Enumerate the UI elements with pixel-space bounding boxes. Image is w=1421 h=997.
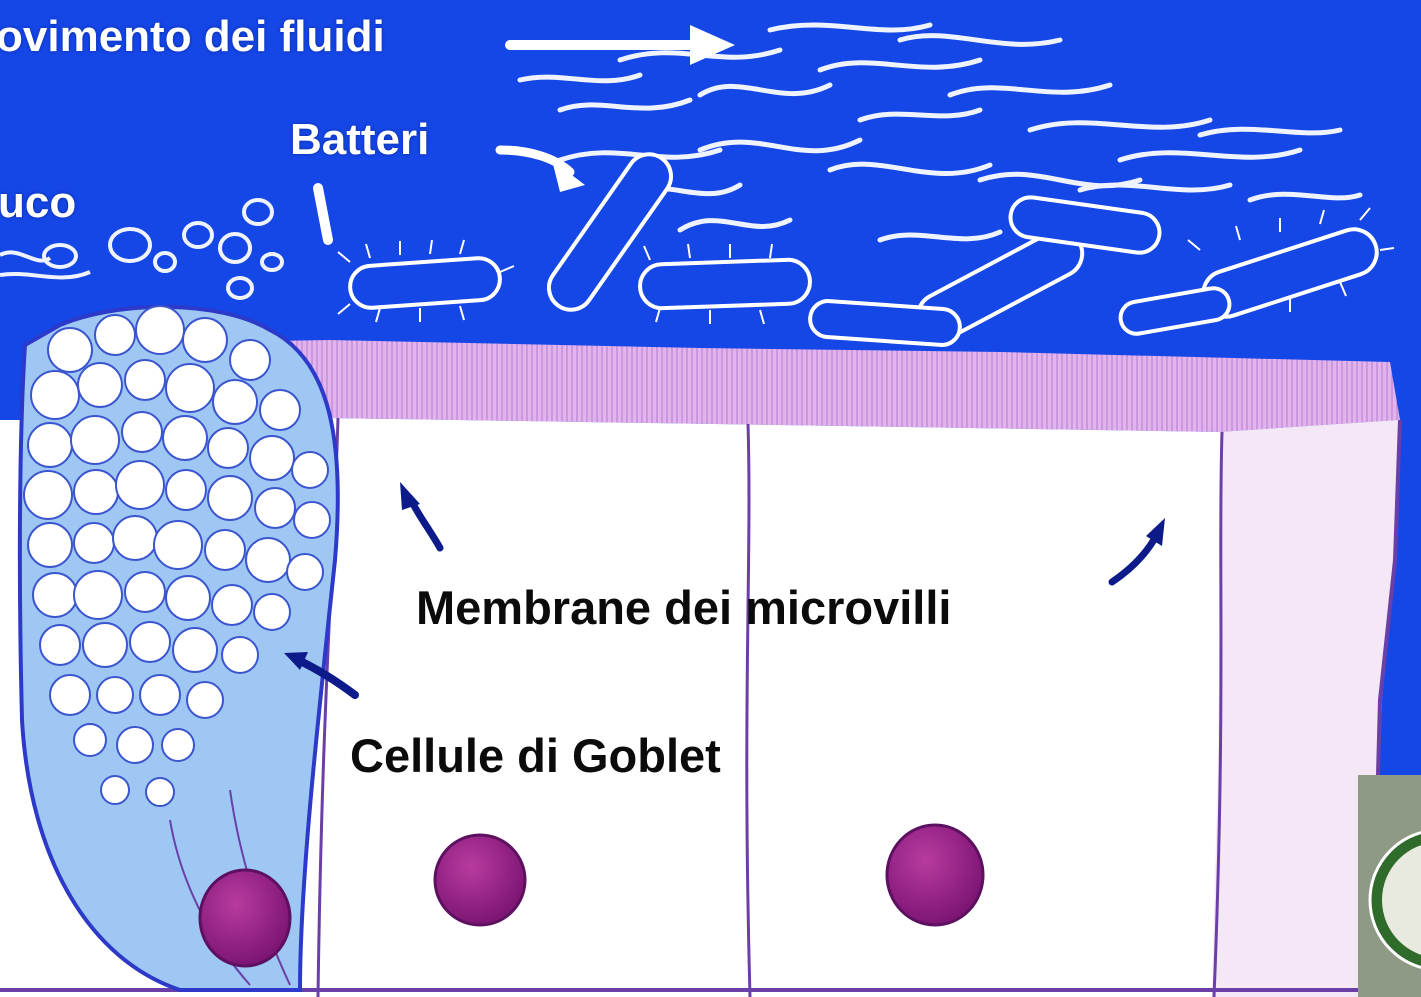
bacterium-7 (809, 300, 961, 346)
nucleus-goblet (200, 870, 290, 966)
mucus-label: uco (0, 178, 76, 228)
nucleus-cell-1 (435, 835, 525, 925)
university-seal-icon (1358, 775, 1421, 997)
fluid-movement-label: ovimento dei fluidi (0, 12, 385, 62)
goblet-cell (20, 306, 338, 990)
bacteria-label: Batteri (290, 115, 429, 165)
goblet-cell-label: Cellule di Goblet (350, 728, 721, 783)
nucleus-cell-2 (887, 825, 983, 925)
microvilli-label: Membrane dei microvilli (416, 580, 951, 635)
